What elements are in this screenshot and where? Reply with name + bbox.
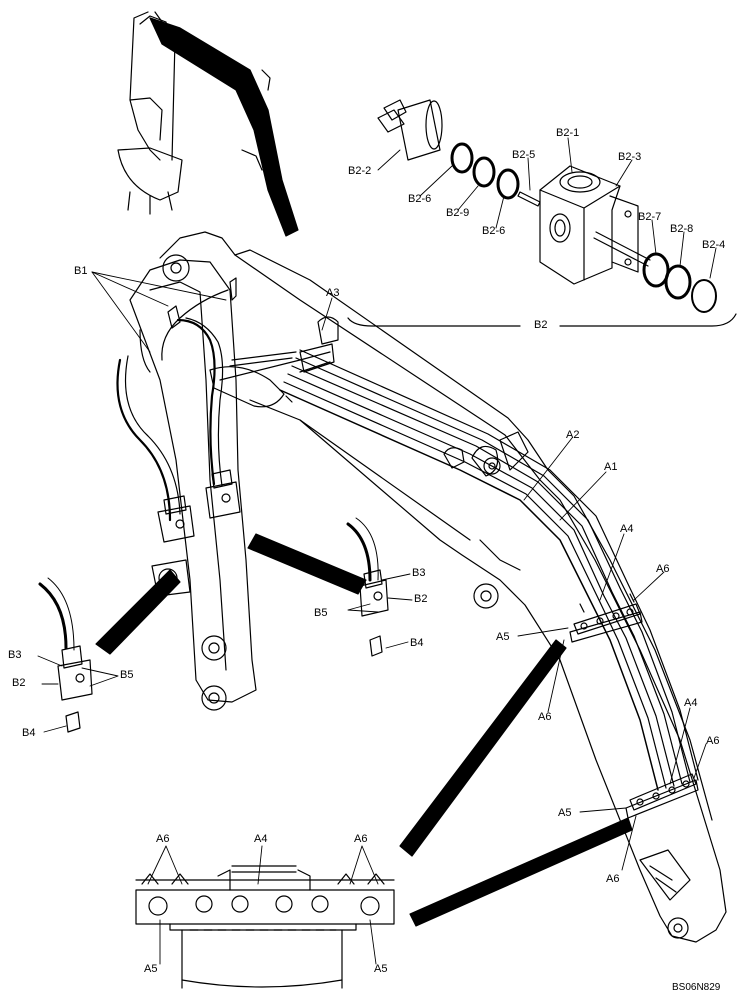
label-a5-detail-left: A5 bbox=[144, 963, 158, 975]
leader-lines bbox=[37, 137, 717, 965]
label-b5-center: B5 bbox=[314, 607, 328, 619]
drawing-reference-code: BS06N829 bbox=[672, 982, 721, 993]
label-a3: A3 bbox=[326, 287, 340, 299]
machine-overview bbox=[117, 11, 299, 237]
leader-wedge-center bbox=[247, 533, 367, 595]
label-a2: A2 bbox=[566, 429, 580, 441]
label-a4-upper: A4 bbox=[620, 523, 634, 535]
label-b1: B1 bbox=[74, 265, 88, 277]
label-a5-lower: A5 bbox=[558, 807, 572, 819]
label-a4-lower: A4 bbox=[684, 697, 698, 709]
label-a5-upper: A5 bbox=[496, 631, 510, 643]
valve-detail-left bbox=[38, 577, 93, 733]
label-b2-2: B2-2 bbox=[348, 165, 372, 177]
boom-assembly bbox=[116, 231, 727, 943]
valve-exploded-detail bbox=[347, 99, 737, 327]
label-a5-detail-right: A5 bbox=[374, 963, 388, 975]
label-b2-9: B2-9 bbox=[446, 207, 470, 219]
label-b4-left: B4 bbox=[22, 727, 36, 739]
label-a6-upper-left: A6 bbox=[538, 711, 552, 723]
label-a6-upper-right: A6 bbox=[656, 563, 670, 575]
leader-wedge-upper-clamp bbox=[399, 639, 567, 857]
label-a6-lower-right: A6 bbox=[706, 735, 720, 747]
label-b2-1: B2-1 bbox=[556, 127, 580, 139]
label-a1: A1 bbox=[604, 461, 618, 473]
label-b2-7: B2-7 bbox=[638, 211, 662, 223]
label-a4-detail: A4 bbox=[254, 833, 268, 845]
label-b2-6-left: B2-6 bbox=[408, 193, 432, 205]
label-b3-left: B3 bbox=[8, 649, 22, 661]
label-b4-center: B4 bbox=[410, 637, 424, 649]
label-b2-8: B2-8 bbox=[670, 223, 694, 235]
leader-wedge-lower-clamp bbox=[409, 817, 633, 927]
clamp-detail bbox=[135, 865, 395, 989]
label-b2-group: B2 bbox=[534, 319, 548, 331]
label-a6-detail-left: A6 bbox=[156, 833, 170, 845]
leader-wedge-left bbox=[95, 569, 181, 655]
label-b5-left: B5 bbox=[120, 669, 134, 681]
label-b2-6-right: B2-6 bbox=[482, 225, 506, 237]
label-b2-3: B2-3 bbox=[618, 151, 642, 163]
label-b2-center: B2 bbox=[414, 593, 428, 605]
label-b3-center: B3 bbox=[412, 567, 426, 579]
label-b2-5: B2-5 bbox=[512, 149, 536, 161]
label-b2-left: B2 bbox=[12, 677, 26, 689]
label-a6-lower-left: A6 bbox=[606, 873, 620, 885]
label-a6-detail-right: A6 bbox=[354, 833, 368, 845]
label-b2-4: B2-4 bbox=[702, 239, 726, 251]
